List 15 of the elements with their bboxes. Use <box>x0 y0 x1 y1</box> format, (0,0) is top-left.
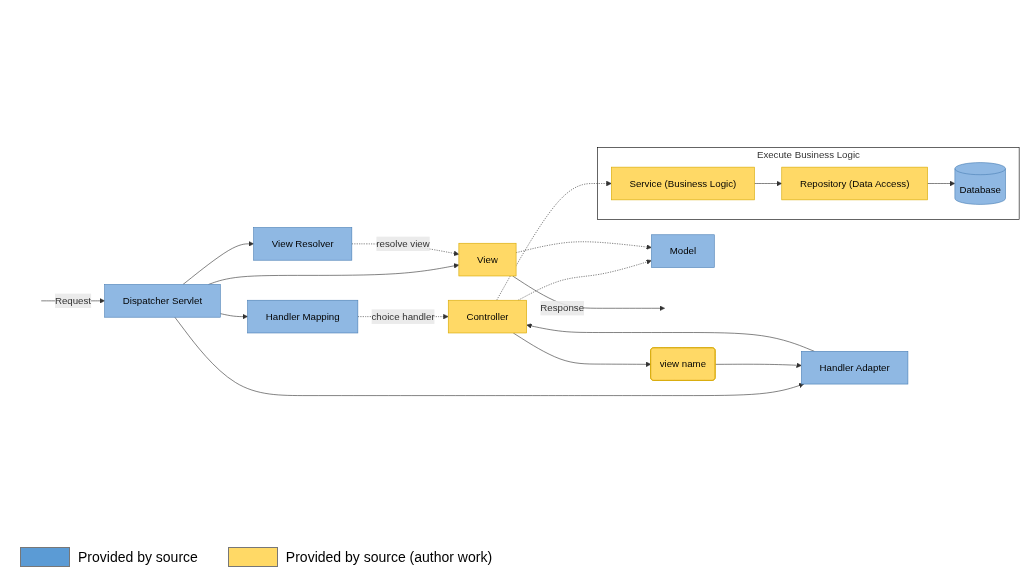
node-box: Service (Business Logic) <box>611 166 755 201</box>
node-box: Handler Mapping <box>247 299 359 334</box>
node-box: Model <box>651 234 715 268</box>
legend-text: Provided by source (author work) <box>285 549 493 565</box>
edge-label: resolve view <box>376 238 430 249</box>
node-box: Repository (Data Access) <box>781 166 928 201</box>
edge-label: choice handler <box>371 311 435 322</box>
node-box: View Resolver <box>253 227 353 261</box>
node-box: Dispatcher Servlet <box>104 284 221 318</box>
edge-label: Response <box>540 302 585 314</box>
legend-text: Provided by source <box>78 549 198 565</box>
node-box: Controller <box>447 299 527 334</box>
node-box: Handler Adapter <box>801 351 909 385</box>
edge-label: Request <box>54 295 92 306</box>
node-box: View <box>458 242 517 277</box>
